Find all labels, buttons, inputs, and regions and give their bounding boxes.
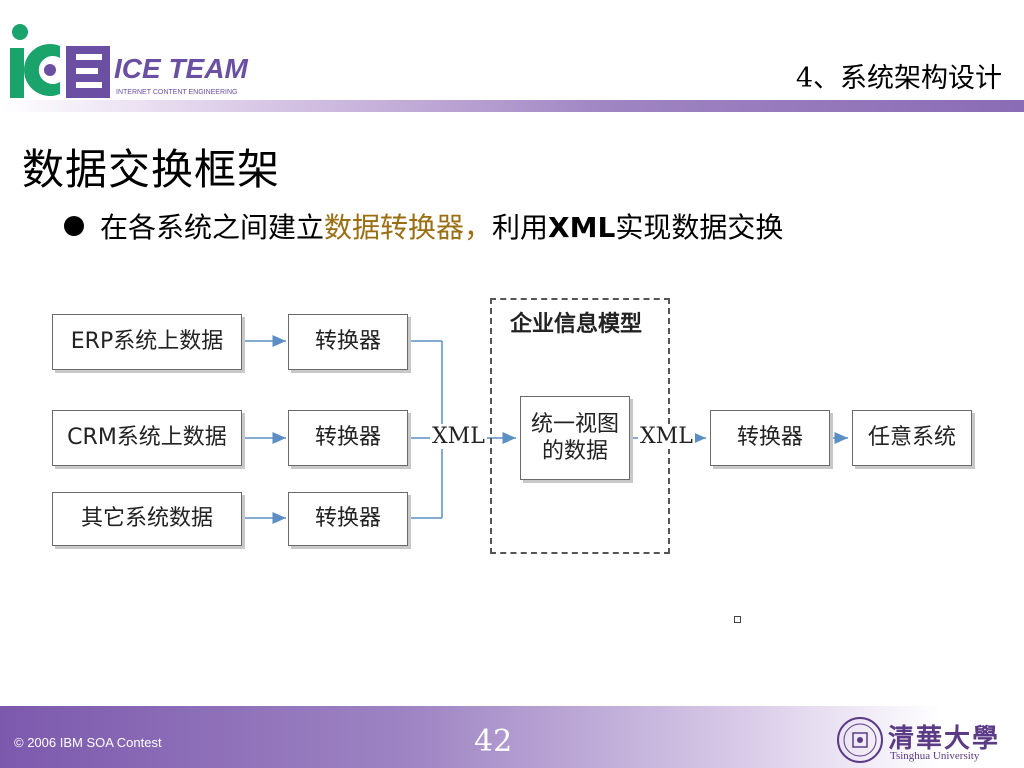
- erp-data-box: ERP系统上数据: [52, 314, 242, 370]
- any-system-label: 任意系统: [867, 425, 956, 451]
- bullet-item: 在各系统之间建立数据转换器，利用XML实现数据交换: [64, 206, 783, 246]
- converter-label: 转换器: [314, 329, 381, 355]
- page-number: 42: [474, 724, 513, 759]
- header: ICE TEAM INTERNET CONTENT ENGINEERING 4、…: [0, 0, 1024, 112]
- bullet-dot-icon: [64, 216, 84, 236]
- crm-data-box: CRM系统上数据: [52, 410, 242, 466]
- crm-data-label: CRM系统上数据: [67, 425, 227, 451]
- copyright-text: © 2006 IBM SOA Contest: [14, 735, 162, 750]
- other-data-label: 其它系统数据: [80, 506, 213, 532]
- erp-data-label: ERP系统上数据: [70, 329, 224, 355]
- tsinghua-seal-icon: [837, 717, 883, 763]
- section-title: 4、系统架构设计: [795, 63, 1002, 94]
- converter-box-other: 转换器: [288, 492, 408, 546]
- bullet-highlight: 数据转换器，: [324, 211, 493, 244]
- bullet-text-part1: 在各系统之间建立: [100, 211, 325, 244]
- data-exchange-diagram: ERP系统上数据 CRM系统上数据 其它系统数据 转换器 转换器 转换器 XML…: [40, 290, 1000, 600]
- xml-label-left: XML: [430, 424, 487, 449]
- converter-box-output: 转换器: [710, 410, 830, 466]
- bullet-text-part3: 实现数据交换: [615, 211, 784, 244]
- header-divider-bar: [0, 100, 1024, 112]
- logo-subtext: INTERNET CONTENT ENGINEERING: [116, 89, 237, 96]
- tsinghua-english-name: Tsinghua University: [890, 750, 980, 762]
- unified-view-line2: 的数据: [541, 439, 608, 464]
- unified-view-line1: 统一视图: [530, 411, 619, 437]
- bullet-text-part2: 利用: [492, 211, 549, 244]
- converter-label: 转换器: [314, 425, 381, 451]
- converter-box-crm: 转换器: [288, 410, 408, 466]
- converter-label: 转换器: [314, 506, 381, 532]
- logo-text: ICE TEAM: [114, 53, 248, 84]
- converter-label: 转换器: [736, 425, 803, 451]
- slide-title: 数据交换框架: [22, 145, 281, 194]
- bullet-xml: XML: [548, 211, 616, 244]
- converter-box-erp: 转换器: [288, 314, 408, 370]
- unified-view-box: 统一视图 的数据: [520, 396, 630, 480]
- enterprise-model-title: 企业信息模型: [510, 312, 643, 337]
- tsinghua-chinese-name: 清華大學: [888, 724, 1001, 754]
- footer: © 2006 IBM SOA Contest 42 清華大學 Tsinghua …: [0, 706, 1024, 768]
- tsinghua-logo: 清華大學 Tsinghua University: [836, 714, 1016, 764]
- small-square-marker: [734, 616, 741, 623]
- other-data-box: 其它系统数据: [52, 492, 242, 546]
- ice-team-logo: ICE TEAM INTERNET CONTENT ENGINEERING: [8, 22, 280, 102]
- xml-label-right: XML: [638, 424, 695, 449]
- any-system-box: 任意系统: [852, 410, 972, 466]
